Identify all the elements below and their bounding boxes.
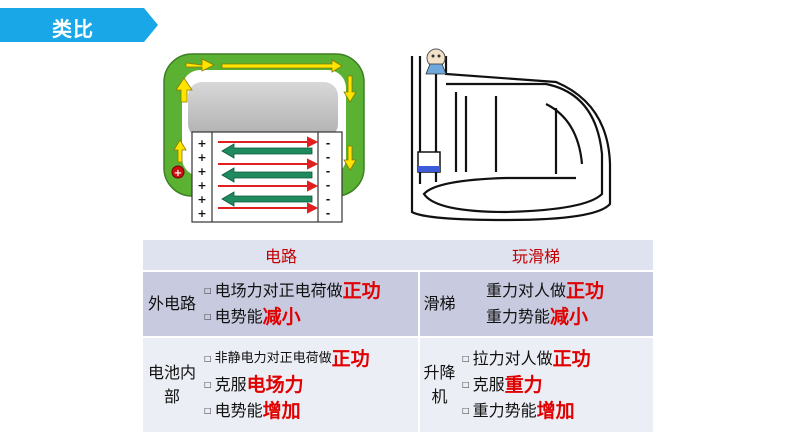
plus-sign: + xyxy=(197,151,206,164)
line-text: 电场力对正电荷做 xyxy=(214,281,343,300)
plus-plate: ++++++ xyxy=(197,137,206,220)
list-item: 重力对人做正功 xyxy=(460,278,652,304)
header-slide: 玩滑梯 xyxy=(419,240,654,272)
row2-right-cell: □拉力对人做 正功 □克服 重力 □重力势能 增加 xyxy=(459,337,654,432)
elevator-floor xyxy=(418,166,440,172)
bullet-icon: □ xyxy=(462,354,470,363)
line-accent: 正功 xyxy=(566,280,605,302)
line-accent: 减小 xyxy=(550,306,589,328)
bullet-icon: □ xyxy=(204,380,212,389)
plus-sign: + xyxy=(197,165,206,178)
line-text: 电势能 xyxy=(214,307,263,326)
banner-shape xyxy=(0,8,158,42)
row-label-elevator: 升降机 xyxy=(419,337,460,432)
minus-sign: - xyxy=(326,207,331,220)
positive-terminal xyxy=(171,165,185,179)
plus-sign: + xyxy=(197,207,206,220)
field-arrows xyxy=(218,136,319,214)
resistor-body xyxy=(188,82,338,138)
line-accent: 增加 xyxy=(536,400,575,422)
list-item: □拉力对人做 正功 xyxy=(460,346,652,372)
minus-sign: - xyxy=(326,193,331,206)
line-text: 重力势能 xyxy=(472,401,537,420)
table-row: 电池内部 □非静电力对正电荷做正功 □克服 电场力 □电势能 增加 升降机 □拉… xyxy=(143,337,654,432)
row1-right-cell: 重力对人做正功 重力势能减小 xyxy=(459,271,654,338)
section-banner: 类比 xyxy=(0,8,158,42)
list-item: □重力势能 增加 xyxy=(460,398,652,424)
minus-sign: - xyxy=(326,137,331,150)
row-label-external-circuit: 外电路 xyxy=(143,271,201,338)
table-row: 外电路 □电场力对正电荷做正功 □电势能 减小 滑梯 重力对人做正功 重力势能减… xyxy=(143,271,654,338)
line-text: 克服 xyxy=(472,375,505,394)
line-accent: 增加 xyxy=(262,400,301,422)
slide-illustration xyxy=(410,48,612,222)
row1-left-cell: □电场力对正电荷做正功 □电势能 减小 xyxy=(201,271,421,338)
bullet-icon: □ xyxy=(462,380,470,389)
plus-sign: + xyxy=(197,179,206,192)
list-item: □非静电力对正电荷做正功 xyxy=(202,346,417,372)
line-text: 电势能 xyxy=(214,401,263,420)
line-text: 非静电力对正电荷做 xyxy=(214,351,332,366)
person-figure xyxy=(425,48,447,75)
line-accent: 正功 xyxy=(342,280,381,302)
list-item: □电势能 减小 xyxy=(202,304,417,330)
minus-sign: - xyxy=(326,151,331,164)
bullet-icon: □ xyxy=(204,286,212,295)
circuit-illustration: ++++++ ------ + xyxy=(163,53,365,223)
list-item: □克服 重力 xyxy=(460,372,652,398)
current-arrows xyxy=(173,58,357,171)
line-accent: 正功 xyxy=(331,348,370,370)
line-accent: 正功 xyxy=(552,348,591,370)
terminal-sign: + xyxy=(174,168,182,179)
line-text: 重力对人做 xyxy=(486,281,567,300)
list-item: □克服 电场力 xyxy=(202,372,417,398)
line-accent: 重力 xyxy=(504,374,543,396)
row-label-slide: 滑梯 xyxy=(419,271,460,338)
bullet-icon: □ xyxy=(204,354,212,363)
header-circuit: 电路 xyxy=(143,240,420,272)
comparison-table: 电路 玩滑梯 外电路 □电场力对正电荷做正功 □电势能 减小 滑梯 重力对人做正… xyxy=(143,240,654,432)
bullet-icon: □ xyxy=(204,406,212,415)
line-text: 克服 xyxy=(214,375,247,394)
minus-plate: ------ xyxy=(326,137,331,220)
line-text: 拉力对人做 xyxy=(472,349,553,368)
bullet-icon: □ xyxy=(204,312,212,321)
list-item: □电势能 增加 xyxy=(202,398,417,424)
minus-sign: - xyxy=(326,179,331,192)
plus-sign: + xyxy=(197,137,206,150)
row2-left-cell: □非静电力对正电荷做正功 □克服 电场力 □电势能 增加 xyxy=(201,337,421,432)
minus-sign: - xyxy=(326,165,331,178)
section-title: 类比 xyxy=(52,17,94,41)
bullet-icon: □ xyxy=(462,406,470,415)
list-item: 重力势能减小 xyxy=(460,304,652,330)
row-label-battery-inside: 电池内部 xyxy=(143,337,201,432)
plus-sign: + xyxy=(197,193,206,206)
line-accent: 电场力 xyxy=(246,374,304,396)
table-header-row: 电路 玩滑梯 xyxy=(143,240,654,272)
line-accent: 减小 xyxy=(262,306,301,328)
slide-outline xyxy=(410,56,612,222)
list-item: □电场力对正电荷做正功 xyxy=(202,278,417,304)
line-text: 重力势能 xyxy=(486,307,551,326)
